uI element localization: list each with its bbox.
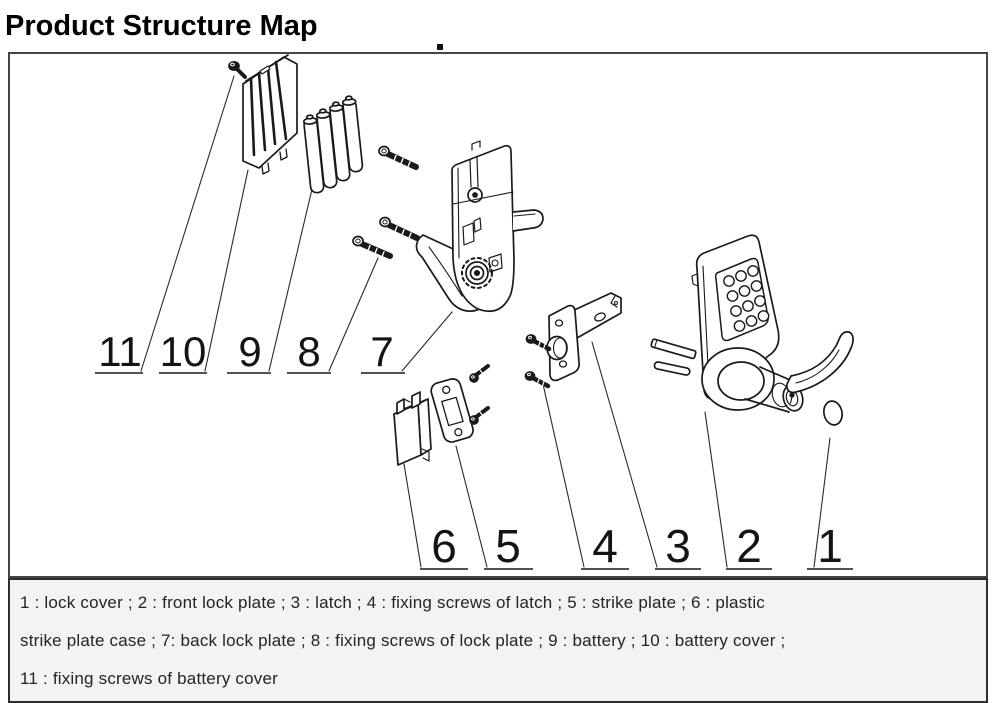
title-dot [437,44,443,50]
svg-text:10: 10 [160,328,207,375]
keypad-buttons [723,265,770,332]
svg-text:6: 6 [431,520,457,572]
front-lever [785,331,854,394]
spindle-tongue [512,209,544,232]
leader-1 [813,437,831,568]
leader-6 [403,463,422,568]
strike-plate-screw-2 [469,406,490,425]
callout-10: 10 [159,328,207,375]
lock-cover [822,400,844,426]
page-title: Product Structure Map [5,10,318,42]
leader-4 [542,383,585,568]
lock-cam-gear [461,257,493,289]
svg-text:7: 7 [370,328,393,375]
legend: 1 : lock cover ; 2 : front lock plate ; … [8,578,988,703]
callout-7: 7 [361,328,405,375]
lock-plate-screw-1 [378,145,419,170]
lock-plate-screws [352,145,420,259]
latch-screws [524,334,552,389]
leader-7 [401,311,453,372]
svg-text:4: 4 [592,520,618,572]
callout-numbers: 11 10 9 8 7 6 5 4 [95,328,853,572]
legend-line-1: 1 : lock cover ; 2 : front lock plate ; … [20,593,766,612]
callout-1: 1 [807,520,853,572]
legend-line-2: strike plate case ; 7: back lock plate ;… [20,631,786,650]
svg-text:11: 11 [98,328,142,375]
diagram-box [8,52,988,578]
leader-3 [591,341,658,568]
spindle-bars [650,338,697,376]
front-lock-plate [650,234,854,413]
back-plate-body [451,144,515,313]
leader-10 [204,169,249,372]
svg-text:2: 2 [736,520,762,572]
latch-screw-1 [525,334,552,352]
leader-5 [455,445,488,568]
svg-text:8: 8 [297,328,320,375]
svg-text:1: 1 [817,520,843,572]
svg-text:9: 9 [238,328,261,375]
callout-4: 4 [581,520,629,572]
latch [546,292,622,382]
strike-plate-screw-1 [469,364,490,383]
leader-lines [140,75,831,568]
leader-2 [704,411,728,568]
latch-screw-2 [524,371,551,389]
legend-line-3: 11 : fixing screws of battery cover [20,669,279,688]
callout-5: 5 [484,520,533,572]
callout-3: 3 [655,520,701,572]
strike-plate [430,364,490,443]
leader-9 [268,167,318,372]
svg-text:5: 5 [495,520,521,572]
callout-9: 9 [227,328,271,375]
battery-cover-screw [228,60,247,79]
svg-text:3: 3 [665,520,691,572]
leader-8 [328,257,379,372]
lock-plate-screw-2 [379,216,420,241]
callout-11: 11 [95,328,143,375]
battery-cover [242,54,298,175]
plastic-strike-plate-case [393,391,432,466]
callout-2: 2 [726,520,772,572]
callout-8: 8 [287,328,331,375]
lock-plate-screw-3 [352,235,393,259]
callout-6: 6 [420,520,468,572]
batteries [302,95,364,194]
back-lock-plate [415,140,544,313]
leader-11 [140,75,235,372]
